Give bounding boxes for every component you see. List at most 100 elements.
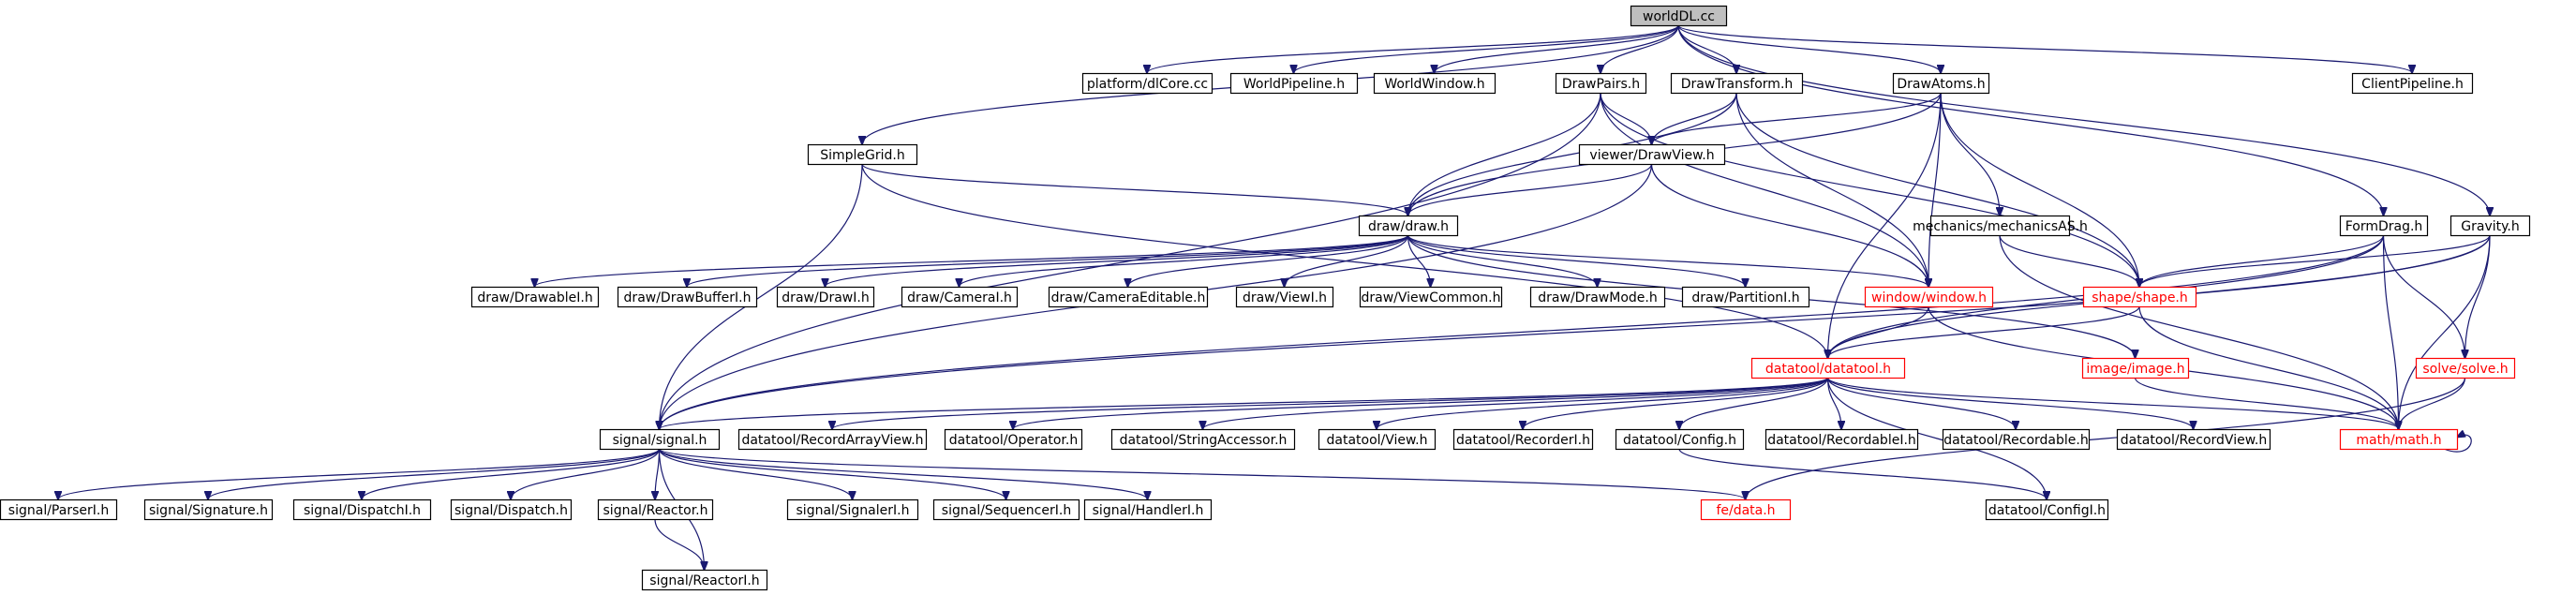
node-box xyxy=(1942,428,2091,451)
node-label: datatool/RecordView.h xyxy=(2121,433,2267,448)
node-label: datatool/View.h xyxy=(1326,433,1427,448)
node-ViewI[interactable]: draw/ViewI.h xyxy=(1235,286,1334,308)
node-DrawAtoms[interactable]: DrawAtoms.h xyxy=(1892,72,1990,95)
node-WorldWindow[interactable]: WorldWindow.h xyxy=(1373,72,1496,95)
node-Dispatch[interactable]: signal/Dispatch.h xyxy=(450,498,573,521)
node-DrawI[interactable]: draw/DrawI.h xyxy=(776,286,875,308)
node-box xyxy=(1929,215,2071,237)
node-RecordArrayView[interactable]: datatool/RecordArrayView.h xyxy=(737,428,928,451)
node-label: datatool/RecordArrayView.h xyxy=(741,433,923,448)
node-signal[interactable]: signal/signal.h xyxy=(599,428,721,451)
edge-Gravity-to-math xyxy=(2399,234,2491,429)
node-WorldPipeline[interactable]: WorldPipeline.h xyxy=(1229,72,1359,95)
node-box xyxy=(776,286,875,308)
node-HandlerI[interactable]: signal/HandlerI.h xyxy=(1083,498,1213,521)
edge-datatool-to-ConfigI xyxy=(1826,377,2047,499)
node-ClientPipeline[interactable]: ClientPipeline.h xyxy=(2351,72,2474,95)
node-SequencerI[interactable]: signal/SequencerI.h xyxy=(932,498,1080,521)
node-box xyxy=(1373,72,1496,95)
node-label: platform/dlCore.cc xyxy=(1087,77,1208,92)
node-solve[interactable]: solve/solve.h xyxy=(2415,357,2516,379)
node-FormDrag[interactable]: FormDrag.h xyxy=(2339,215,2429,237)
node-SignalerI[interactable]: signal/SignalerI.h xyxy=(786,498,919,521)
node-box xyxy=(2449,215,2531,237)
node-Signature[interactable]: signal/Signature.h xyxy=(143,498,274,521)
node-dlCore[interactable]: platform/dlCore.cc xyxy=(1081,72,1214,95)
node-DispatchI[interactable]: signal/DispatchI.h xyxy=(292,498,432,521)
node-box xyxy=(1892,72,1990,95)
node-ParserI[interactable]: signal/ParserI.h xyxy=(0,498,118,521)
node-ViewCommon[interactable]: draw/ViewCommon.h xyxy=(1359,286,1503,308)
edge-Gravity-to-signal xyxy=(660,234,2491,429)
node-box xyxy=(450,498,573,521)
node-DrawPairs[interactable]: DrawPairs.h xyxy=(1555,72,1647,95)
node-label: draw/DrawI.h xyxy=(782,290,869,305)
edge-datatool-to-View xyxy=(1377,377,1829,429)
node-box xyxy=(2339,428,2459,451)
edge-DrawTransform-to-DrawView xyxy=(1652,92,1737,144)
edge-Gravity-to-solve xyxy=(2465,234,2491,358)
node-box xyxy=(2415,357,2516,379)
node-box xyxy=(599,428,721,451)
node-math[interactable]: math/math.h xyxy=(2339,428,2459,451)
edge-signal-to-DispatchI xyxy=(362,448,661,499)
node-DrawBufferI[interactable]: draw/DrawBufferI.h xyxy=(617,286,758,308)
node-fedata[interactable]: fe/data.h xyxy=(1700,498,1792,521)
node-datatool[interactable]: datatool/datatool.h xyxy=(1750,357,1906,379)
edge-shape-to-datatool xyxy=(1828,305,2140,358)
node-box xyxy=(1750,357,1906,379)
node-drawh[interactable]: draw/draw.h xyxy=(1358,215,1459,237)
node-Operator[interactable]: datatool/Operator.h xyxy=(944,428,1083,451)
node-Recordable[interactable]: datatool/Recordable.h xyxy=(1942,428,2091,451)
node-CameraI[interactable]: draw/CameraI.h xyxy=(901,286,1019,308)
node-mechanicsAS[interactable]: mechanics/mechanicsAS.h xyxy=(1913,215,2088,237)
node-RecorderI[interactable]: datatool/RecorderI.h xyxy=(1452,428,1594,451)
edge-worldDL-to-Gravity xyxy=(1677,24,2490,216)
edge-window-to-datatool xyxy=(1828,305,1929,358)
node-image[interactable]: image/image.h xyxy=(2081,357,2190,379)
edge-DrawAtoms-to-datatool xyxy=(1828,92,1942,358)
node-DrawView[interactable]: viewer/DrawView.h xyxy=(1578,143,1726,166)
node-label: signal/Reactor.h xyxy=(603,503,708,518)
node-ReactorI[interactable]: signal/ReactorI.h xyxy=(641,569,768,591)
node-label: datatool/RecordableI.h xyxy=(1767,433,1916,448)
node-SimpleGrid[interactable]: SimpleGrid.h xyxy=(807,143,918,166)
node-window[interactable]: window/window.h xyxy=(1864,286,1994,308)
edge-signal-to-Signature xyxy=(208,448,661,499)
node-PartitionI[interactable]: draw/PartitionI.h xyxy=(1681,286,1810,308)
node-box xyxy=(901,286,1019,308)
node-Gravity[interactable]: Gravity.h xyxy=(2449,215,2531,237)
node-RecordView[interactable]: datatool/RecordView.h xyxy=(2116,428,2271,451)
node-CameraEditable[interactable]: draw/CameraEditable.h xyxy=(1048,286,1209,308)
node-Config[interactable]: datatool/Config.h xyxy=(1615,428,1745,451)
edge-FormDrag-to-shape xyxy=(2139,234,2385,287)
edge-DrawView-to-window xyxy=(1650,163,1929,287)
node-StringAccessor[interactable]: datatool/StringAccessor.h xyxy=(1110,428,1296,451)
edge-signal-to-ParserI xyxy=(58,448,661,499)
node-worldDL[interactable]: worldDL.cc xyxy=(1630,5,1728,27)
node-ConfigI[interactable]: datatool/ConfigI.h xyxy=(1985,498,2109,521)
node-RecordableI[interactable]: datatool/RecordableI.h xyxy=(1764,428,1919,451)
node-box xyxy=(1985,498,2109,521)
node-box xyxy=(1452,428,1594,451)
edge-datatool-to-RecorderI xyxy=(1523,377,1829,429)
node-label: draw/CameraI.h xyxy=(907,290,1012,305)
node-DrawMode[interactable]: draw/DrawMode.h xyxy=(1529,286,1666,308)
edge-signal-to-SignalerI xyxy=(658,448,853,499)
node-DrawTransform[interactable]: DrawTransform.h xyxy=(1670,72,1804,95)
edge-Config-to-ConfigI xyxy=(1678,448,2047,499)
node-shape[interactable]: shape/shape.h xyxy=(2082,286,2197,308)
edge-DrawPairs-to-window xyxy=(1600,92,1928,287)
node-Reactor[interactable]: signal/Reactor.h xyxy=(597,498,714,521)
node-label: draw/draw.h xyxy=(1368,219,1449,234)
node-box xyxy=(1318,428,1437,451)
node-label: datatool/ConfigI.h xyxy=(1988,503,2106,518)
node-View[interactable]: datatool/View.h xyxy=(1318,428,1437,451)
edge-solve-to-math xyxy=(2399,377,2466,429)
node-box xyxy=(1864,286,1994,308)
edge-DrawTransform-to-drawh xyxy=(1408,92,1737,216)
edge-signal-to-HandlerI xyxy=(658,448,1148,499)
node-DrawableI[interactable]: draw/DrawableI.h xyxy=(470,286,600,308)
node-box xyxy=(0,498,118,521)
